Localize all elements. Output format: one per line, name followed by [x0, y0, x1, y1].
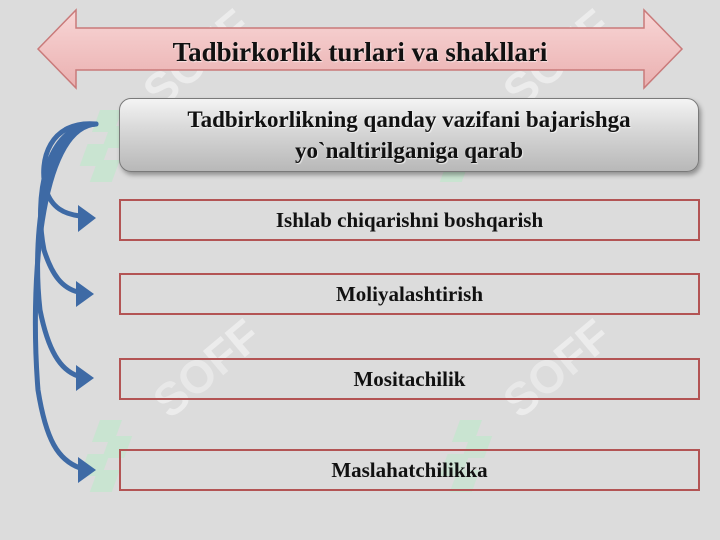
curved-arrow-icon — [38, 121, 99, 295]
header-line-1: Tadbirkorlikning qanday vazifani bajaris… — [187, 107, 631, 132]
header-line-2: yo`naltirilganiga qarab — [294, 138, 524, 163]
curved-arrow-icon — [32, 121, 99, 471]
item-box: Mositachilik — [119, 358, 700, 400]
item-label: Moliyalashtirish — [335, 281, 483, 306]
arrowhead-icon — [78, 457, 96, 483]
item-label: Maslahatchilikka — [331, 457, 488, 482]
slide-title: Tadbirkorlik turlari va shakllari — [172, 36, 548, 67]
item-box: Ishlab chiqarishni boshqarish — [119, 199, 700, 241]
item-label: Mositachilik — [353, 366, 466, 391]
item-box: Moliyalashtirish — [119, 273, 700, 315]
arrowhead-icon — [78, 205, 96, 232]
curved-arrow-icon — [41, 121, 99, 219]
curved-arrow-icon — [35, 121, 99, 379]
item-box: Maslahatchilikka — [119, 449, 700, 491]
header-box: Tadbirkorlikning qanday vazifani bajaris… — [119, 98, 699, 172]
arrowhead-icon — [76, 281, 94, 307]
item-label: Ishlab chiqarishni boshqarish — [275, 207, 544, 232]
arrowhead-icon — [76, 365, 94, 391]
